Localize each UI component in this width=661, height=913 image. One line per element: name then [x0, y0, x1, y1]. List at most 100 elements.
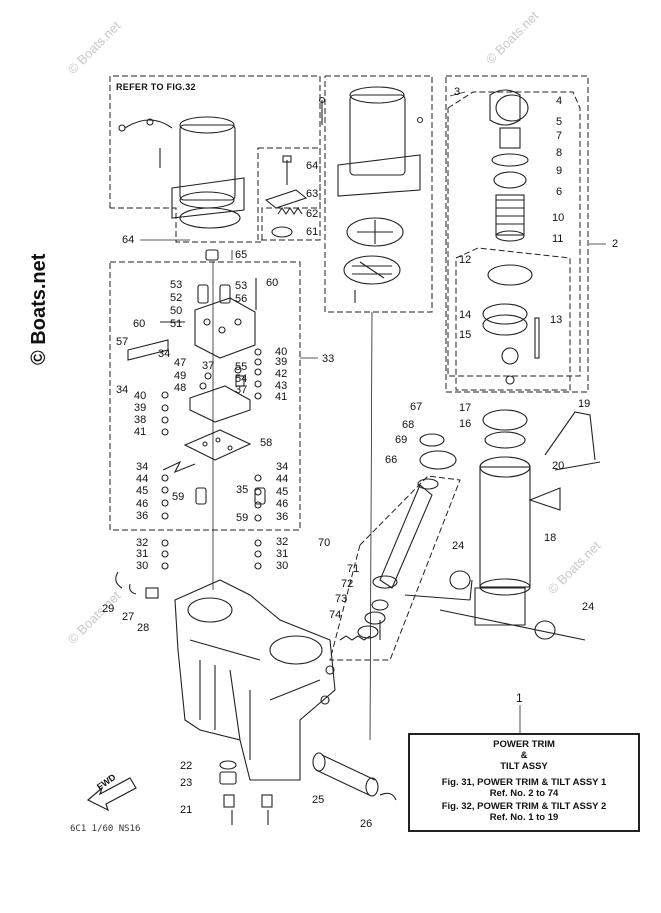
callout-18: 18 [544, 532, 557, 544]
callout-51: 51 [170, 318, 183, 330]
frame-70 [329, 475, 461, 661]
callout-71: 71 [347, 563, 360, 575]
callout-41-b: 41 [134, 426, 147, 438]
callout-46-a: 46 [136, 498, 149, 510]
legend-line-4: Fig. 31, POWER TRIM & TILT ASSY 1 [441, 777, 607, 788]
callout-7: 7 [556, 130, 563, 142]
frame-33 [109, 261, 301, 531]
callout-10: 10 [552, 212, 565, 224]
callout-3: 3 [454, 86, 461, 98]
callout-12: 12 [459, 254, 472, 266]
callout-48: 48 [174, 382, 187, 394]
callout-66: 66 [385, 454, 398, 466]
callout-37-a: 37 [202, 360, 215, 372]
callout-62: 62 [306, 208, 319, 220]
callout-36-b: 36 [276, 511, 289, 523]
callout-27: 27 [122, 611, 135, 623]
callout-35: 35 [236, 484, 249, 496]
small-parts [161, 348, 262, 570]
callout-11: 11 [552, 233, 564, 245]
callout-26: 26 [360, 818, 373, 830]
callout-39-a: 39 [275, 356, 288, 368]
callout-68: 68 [402, 419, 415, 431]
callout-25: 25 [312, 794, 325, 806]
callout-60-b: 60 [266, 277, 279, 289]
callout-64-a: 64 [306, 160, 319, 172]
callout-37-b: 37 [235, 384, 248, 396]
callout-15: 15 [459, 329, 472, 341]
callout-49: 49 [174, 370, 187, 382]
callout-14: 14 [459, 309, 472, 321]
callout-43: 43 [275, 380, 288, 392]
callout-32-b: 32 [276, 536, 289, 548]
callout-53-a: 53 [170, 279, 183, 291]
callout-19: 19 [578, 398, 591, 410]
legend-line-7: Ref. No. 1 to 19 [489, 812, 559, 823]
callout-4: 4 [556, 95, 563, 107]
clamp-bracket-illustration [115, 571, 586, 825]
callout-74: 74 [329, 609, 342, 621]
callout-5: 5 [556, 116, 563, 128]
callout-39-b: 39 [134, 402, 147, 414]
refer-to-fig32-label: REFER TO FIG.32 [116, 82, 196, 92]
callout-31-a: 31 [136, 548, 149, 560]
callout-72: 72 [341, 578, 354, 590]
callout-53-b: 53 [235, 280, 248, 292]
callout-58: 58 [260, 437, 273, 449]
frame-2-outer [445, 75, 589, 393]
callout-54: 54 [235, 373, 248, 385]
footer-code: 6C1 1/60 NS16 [70, 824, 141, 834]
legend-line-2: & [520, 750, 528, 761]
callout-13: 13 [550, 314, 563, 326]
frame-12 [455, 247, 571, 391]
frame-pump-motor [324, 75, 433, 313]
callout-21: 21 [180, 804, 193, 816]
callout-30-b: 30 [276, 560, 289, 572]
callout-17: 17 [459, 402, 472, 414]
callout-34-c: 34 [136, 461, 149, 473]
callout-40-b: 40 [134, 390, 147, 402]
callout-6: 6 [556, 186, 563, 198]
trim-cylinder-illustration [449, 89, 601, 640]
callout-34-a: 34 [158, 348, 171, 360]
legend-line-1: POWER TRIM [493, 739, 555, 750]
callout-9: 9 [556, 165, 563, 177]
frame-3-inner [447, 91, 581, 377]
leader-lines [140, 91, 606, 741]
frame-fig32-motor [109, 75, 321, 243]
callout-55: 55 [235, 361, 248, 373]
tilt-rod-illustration [339, 433, 457, 641]
callout-56: 56 [235, 293, 248, 305]
callout-70: 70 [318, 537, 331, 549]
callout-36-a: 36 [136, 510, 149, 522]
callout-32-a: 32 [136, 537, 149, 549]
callout-24-b: 24 [582, 601, 595, 613]
callout-23: 23 [180, 777, 193, 789]
pump-motor-illustration [318, 86, 424, 303]
frame-valve-cover [257, 147, 321, 241]
legend-box: POWER TRIM & TILT ASSY Fig. 31, POWER TR… [408, 733, 640, 832]
callout-31-b: 31 [276, 548, 289, 560]
callout-41-a: 41 [275, 391, 288, 403]
callout-44-a: 44 [136, 473, 149, 485]
callout-1: 1 [516, 691, 523, 705]
callout-73: 73 [335, 593, 348, 605]
callout-63: 63 [306, 188, 319, 200]
callout-22: 22 [180, 760, 193, 772]
legend-line-6: Fig. 32, POWER TRIM & TILT ASSY 2 [441, 801, 607, 812]
valve-body-illustration [127, 249, 266, 505]
callout-34-d: 34 [276, 461, 289, 473]
callout-28: 28 [137, 622, 150, 634]
valve-cover-illustration [264, 155, 308, 238]
legend-line-3: TILT ASSY [500, 761, 548, 772]
callout-61: 61 [306, 226, 319, 238]
group-frames [109, 75, 589, 661]
callout-2: 2 [612, 238, 619, 250]
callout-33: 33 [322, 353, 335, 365]
callout-42: 42 [275, 368, 288, 380]
callout-20: 20 [552, 460, 565, 472]
callout-8: 8 [556, 147, 563, 159]
callout-59-b: 59 [236, 512, 249, 524]
callout-46-b: 46 [276, 498, 289, 510]
